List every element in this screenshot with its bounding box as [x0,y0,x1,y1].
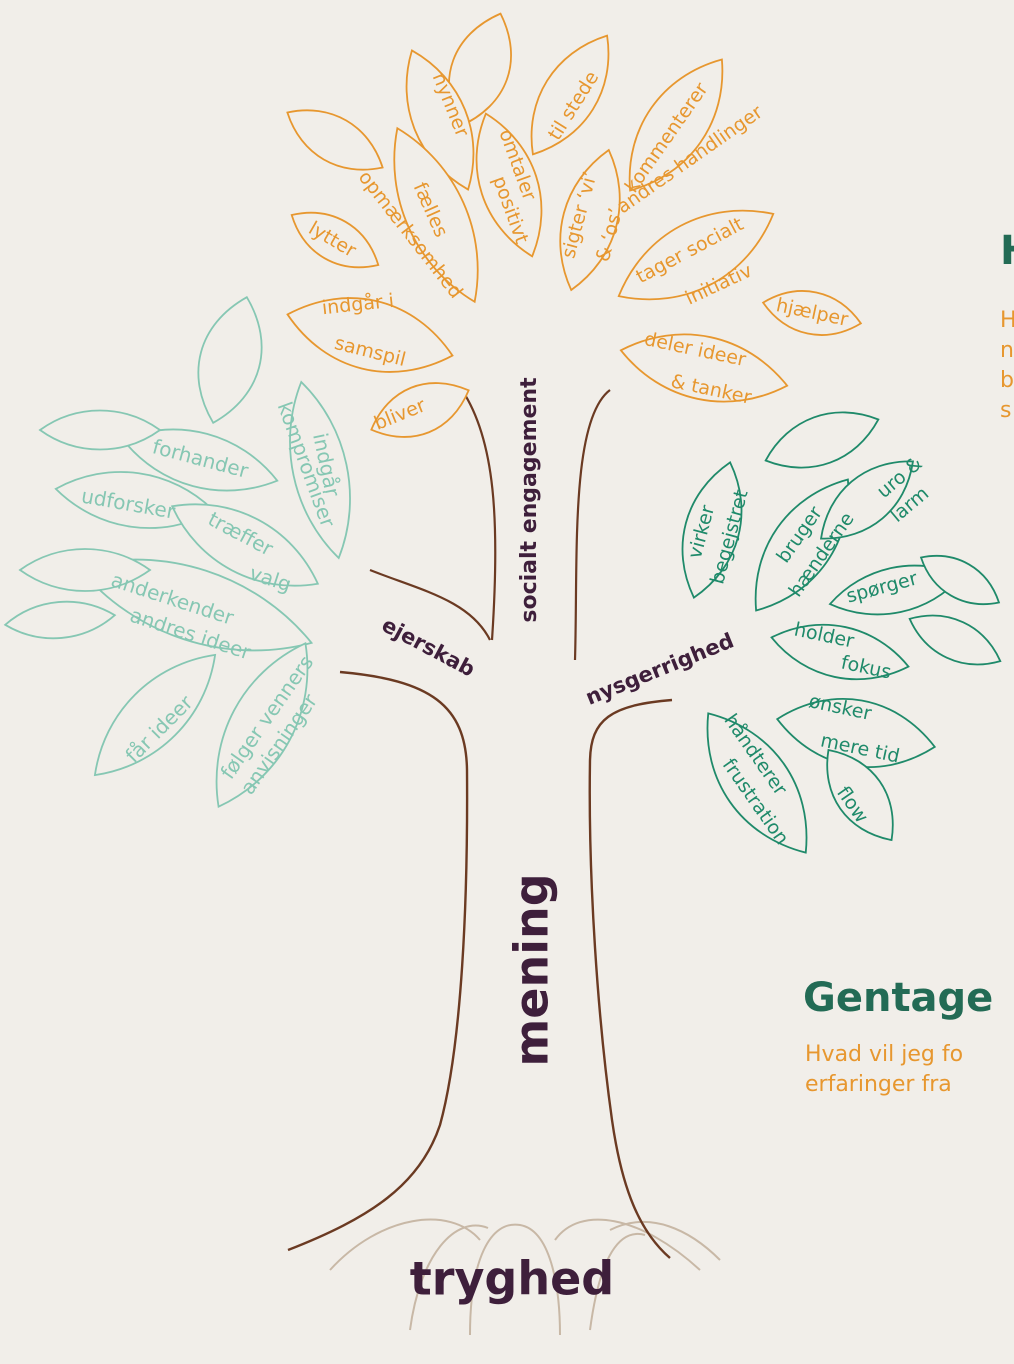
side-heading-bottom: Gentage [803,975,994,1021]
side-text-top-line: b [1000,368,1014,393]
trunk [287,389,673,1259]
leaf-shape [681,461,743,599]
leaf-shape [770,623,910,681]
leaf-shape [197,295,263,425]
branch-label-curiosity: nysgerrighed [582,628,737,709]
side-text-top-line: n [1000,338,1014,363]
branch-label-ownership: ejerskab [378,613,479,682]
leaf-shape [76,558,314,652]
side-text-top: H n b s [1000,306,1014,426]
leaf-shape [405,49,475,191]
leaf-shape [908,614,1002,666]
side-text-bottom-line: erfaringer fra [805,1072,952,1097]
leaf-shape [215,642,309,808]
leaf-shape [826,748,894,842]
leaf-shape [170,503,320,587]
leaf-shape [18,548,152,592]
leaf-shape [121,428,279,492]
leaf-shape [530,34,610,156]
side-heading-top: H [1000,228,1014,274]
leaf-shape [289,380,351,560]
leaf-shape [393,126,479,304]
branch-label-social: socialt engagement [517,377,542,623]
leaf-shape [475,112,543,258]
leaf-shape [559,148,621,292]
leaf-shape [775,698,937,768]
leaf-shape [919,555,1001,605]
leaf-shape [819,460,915,540]
leaf-shape [761,290,863,336]
leaf-shape [3,600,117,640]
leaf-shape [93,653,217,777]
leaf-shape [706,712,808,854]
leaf-shape [628,58,724,192]
leaf-cluster-social [286,12,863,438]
roots [329,1218,721,1336]
leaf-shape [619,333,789,403]
leaf-cluster-ownership [3,295,351,808]
side-text-top-line: H [1000,308,1014,333]
leaf-shape [754,478,850,612]
side-text-top-line: s [1000,398,1012,423]
leaf-shape [290,211,380,269]
leaf-shape [286,109,384,171]
side-text-bottom: Hvad vil jeg fo erfaringer fra [805,1040,963,1100]
trunk-label: mening [505,873,559,1066]
leaf-shape [38,409,162,451]
leaf-shape [764,411,880,469]
leaf-shape [370,382,470,438]
leaf-shape [617,209,775,301]
roots-label: tryghed [410,1252,614,1306]
leaf-cluster-curiosity [681,411,1002,854]
leaf-shape [286,297,454,373]
side-text-bottom-line: Hvad vil jeg fo [805,1042,964,1067]
